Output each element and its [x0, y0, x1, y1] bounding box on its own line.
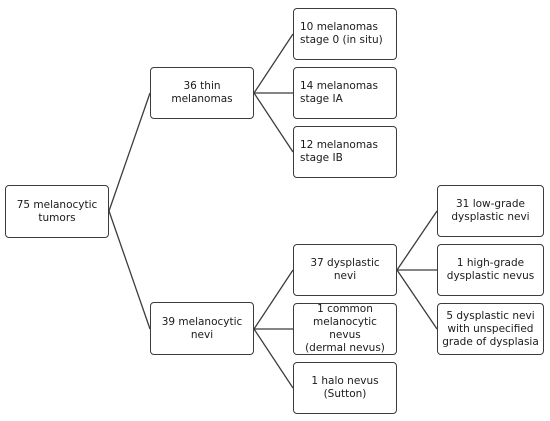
node-unspecified-grade-dysplastic-nevi: 5 dysplastic nevi with unspecified grade… [437, 303, 544, 355]
edge-nevi-halo [253, 328, 294, 389]
edge-thin-stageIB [253, 92, 294, 153]
node-melanocytic-nevi: 39 melanocytic nevi [150, 302, 254, 355]
node-low-grade-dysplastic-nevi: 31 low-grade dysplastic nevi [437, 185, 544, 237]
edge-thin-stage0 [253, 33, 294, 94]
node-melanomas-stage-ib: 12 melanomas stage IB [293, 126, 397, 178]
edge-root-thin [108, 92, 151, 212]
edge-root-nevi [108, 210, 151, 330]
node-dysplastic-nevi: 37 dysplastic nevi [293, 244, 397, 296]
node-melanocytic-tumors: 75 melanocytic tumors [5, 185, 109, 238]
node-high-grade-dysplastic-nevus: 1 high-grade dysplastic nevus [437, 244, 544, 296]
edge-nevi-dysplastic [253, 269, 294, 330]
node-melanomas-stage-ia: 14 melanomas stage IA [293, 67, 397, 119]
node-melanomas-stage-0: 10 melanomas stage 0 (in situ) [293, 8, 397, 60]
node-common-melanocytic-nevus: 1 common melanocytic nevus (dermal nevus… [293, 303, 397, 355]
edge-dysplastic-low [396, 210, 438, 271]
node-halo-nevus: 1 halo nevus (Sutton) [293, 362, 397, 414]
edge-dysplastic-unspecified [396, 269, 438, 330]
node-thin-melanomas: 36 thin melanomas [150, 67, 254, 119]
